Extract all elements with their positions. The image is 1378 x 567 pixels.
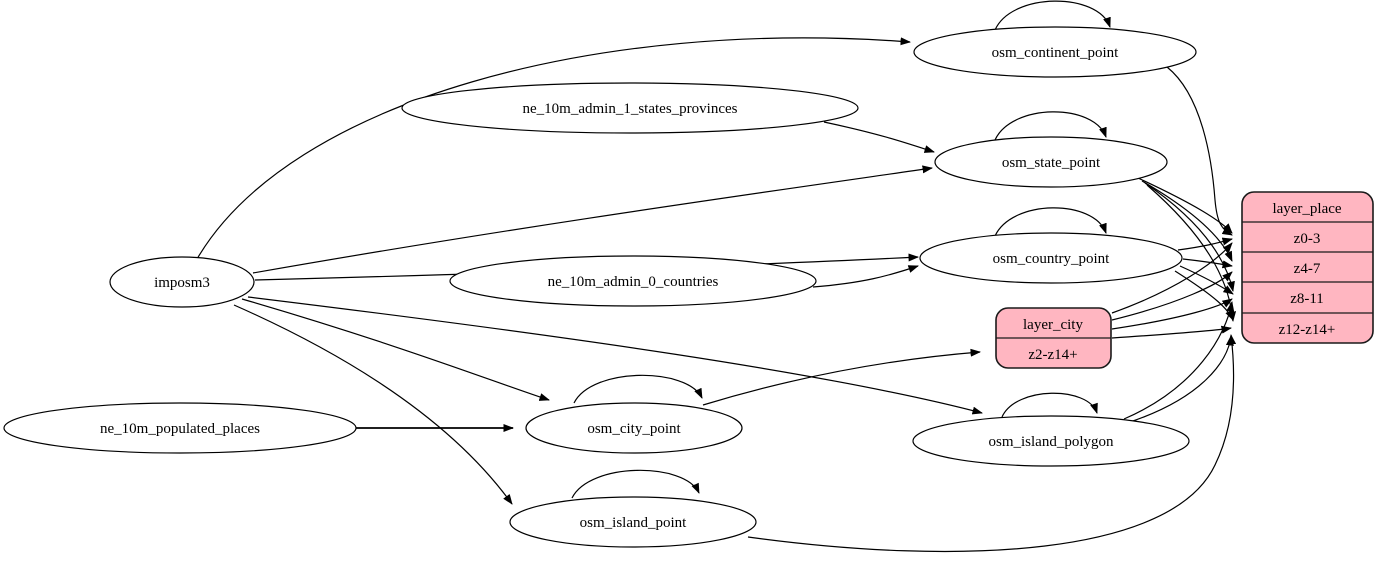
edge-island-polygon-z12-z14 [1129,335,1234,423]
edge-country-z12-z14 [1174,270,1234,321]
ne-admin0-shape [449,255,817,307]
selfloop-city [573,374,703,404]
node-osm-city-point: osm_city_point [525,402,743,454]
node-ne-10m-populated-places: ne_10m_populated_places [3,402,357,454]
ne-admin1-shape [401,82,859,134]
layer-place-row-z12-z14: z12-z14+ [1279,322,1336,338]
edge-imposm3-city [241,298,550,401]
edge-layercity-z8-11 [1111,298,1233,330]
node-osm-country-point: osm_country_point [919,232,1183,284]
node-osm-state-point: osm_state_point [934,136,1168,188]
edge-admin0-country [812,265,919,288]
edge-state-z8-11 [1144,182,1235,292]
edge-state-z4-7 [1141,180,1233,262]
island-polygon-shape [912,415,1190,467]
country-shape [919,232,1183,284]
continent-shape [913,26,1197,78]
layer-place-row-z0-3: z0-3 [1294,231,1321,247]
edge-group [196,0,1237,553]
edge-layercity-z0-3 [1111,242,1233,314]
edge-layercity-z12-z14 [1111,325,1232,339]
city-label: osm_city_point [587,421,681,437]
layer-place-row-z4-7: z4-7 [1294,261,1321,277]
node-osm-island-polygon: osm_island_polygon [912,415,1190,467]
node-ne-10m-admin-1-states-provinces: ne_10m_admin_1_states_provinces [401,82,859,134]
node-osm-island-point: osm_island_point [509,496,757,548]
edge-continent-z0-3 [1166,66,1233,236]
node-ne-10m-admin-0-countries: ne_10m_admin_0_countries [449,255,817,307]
edge-imposm3-island-polygon [247,296,983,415]
layer-place-row-z8-11: z8-11 [1290,291,1324,307]
island-point-shape [509,496,757,548]
edge-country-z0-3 [1177,237,1233,251]
imposm3-label: imposm3 [154,275,210,291]
edge-city-layercity [702,348,981,406]
node-osm-continent-point: osm_continent_point [913,26,1197,78]
continent-label: osm_continent_point [992,45,1119,61]
edge-island-point-z12-z14 [747,334,1237,553]
node-imposm3: imposm3 [109,256,255,308]
record-layer-place: layer_place z0-3 z4-7 z8-11 z12-z14+ [1241,191,1374,344]
edge-imposm3-island-point [233,304,513,505]
edge-layercity-z4-7 [1111,271,1233,321]
edge-state-z0-3 [1137,177,1233,234]
selfloop-continent [994,0,1111,31]
imposm3-shape [109,256,255,308]
edge-country-z8-11 [1179,265,1234,295]
ne-admin0-label: ne_10m_admin_0_countries [548,274,719,290]
record-layer-city: layer_city z2-z14+ [995,307,1112,369]
island-polygon-label: osm_island_polygon [988,434,1114,450]
edge-island-polygon-z8-11 [1123,301,1235,420]
edge-imposm3-state [252,165,933,274]
layer-city-row-z2-z14: z2-z14+ [1028,347,1077,363]
edge-country-z4-7 [1182,258,1233,269]
ne-admin1-label: ne_10m_admin_1_states_provinces [523,101,738,117]
state-shape [934,136,1168,188]
layer-place-box [1241,191,1374,344]
island-point-label: osm_island_point [580,515,688,531]
edge-imposm3-continent [196,37,911,260]
state-label: osm_state_point [1002,155,1101,171]
city-shape [525,402,743,454]
layer-place-title: layer_place [1272,201,1341,217]
ne-places-label: ne_10m_populated_places [100,421,260,437]
ne-places-shape [3,402,357,454]
country-label: osm_country_point [993,251,1110,267]
selfloop-country [994,207,1107,237]
selfloop-island-polygon [1001,392,1098,418]
selfloop-island-point [571,469,700,499]
layer-city-title: layer_city [1023,317,1083,333]
selfloop-state [994,111,1107,141]
edge-admin1-state [823,121,935,153]
